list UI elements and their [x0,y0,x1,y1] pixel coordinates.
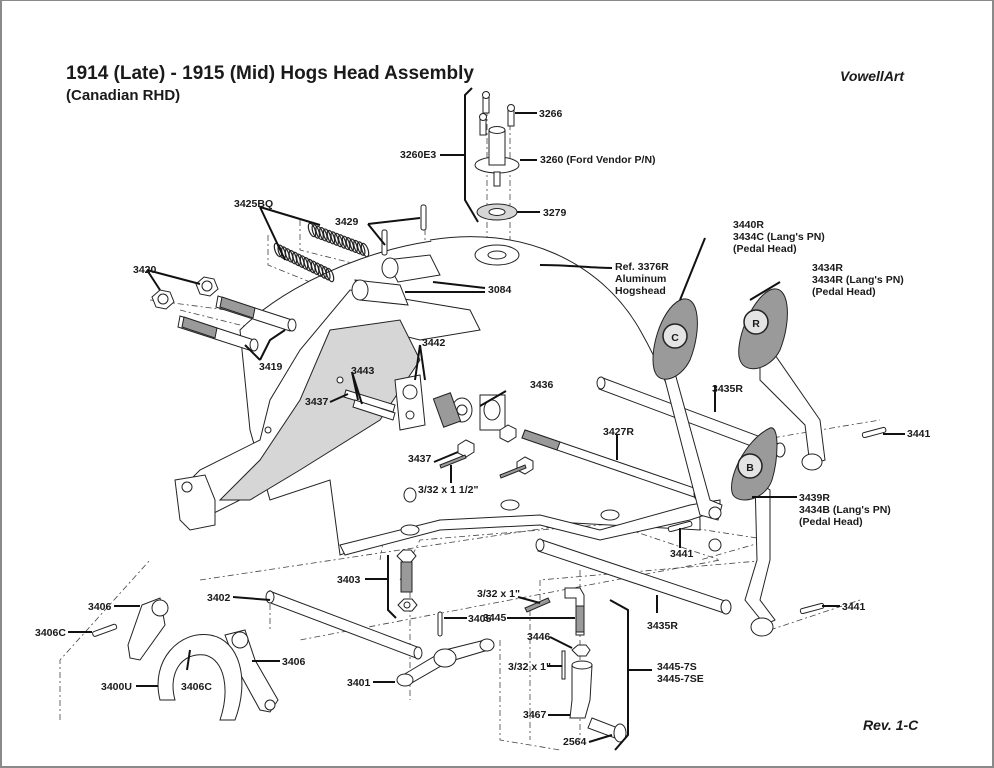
reverse-pedal-glyph: R [752,318,760,330]
callout-3440r-line3: (Pedal Head) [733,243,797,255]
callout-3429: 3429 [335,216,359,228]
spring-coil [322,228,332,243]
clutch-pedal-glyph: C [671,332,679,344]
callout-3406-right: 3406 [282,656,306,668]
callout-3446: 3446 [527,631,551,643]
callout-3435r-bottom: 3435R [647,620,678,632]
shaft-3435r-top [596,376,786,458]
adjusting-screws-3419 [177,295,297,352]
collar-3400u [157,633,243,721]
callout-pin-3-32x1-lower: 3/32 x 1" [508,661,551,673]
lever-3401 [396,611,495,687]
callout-3260e3: 3260E3 [400,149,436,161]
spring-coil [319,227,328,242]
callout-2564: 2564 [563,736,587,748]
brand-mark: VowellArt [840,68,905,84]
callout-3402: 3402 [207,592,231,604]
callout-3434r-line2: 3434R (Lang's PN) [812,274,904,286]
callout-3405: 3405 [468,613,492,625]
spring-coil [360,242,370,258]
callout-3435r-top: 3435R [712,383,743,395]
springs-3425bq [273,222,370,283]
spring-coil [353,239,362,255]
callout-3406c-left: 3406C [35,627,66,639]
spring-coil [325,267,335,283]
lever-cluster [343,374,534,479]
callout-3440r-line1: 3440R [733,219,764,231]
spring-coil [315,225,324,241]
callout-3266: 3266 [539,108,563,120]
callout-3279: 3279 [543,207,567,219]
spring-coil [307,222,317,238]
diagram-subtitle: (Canadian RHD) [66,87,181,104]
pedal-brake: B [731,427,778,637]
callout-3406-left: 3406 [88,601,112,613]
callout-pin-3-32x1-upper: 3/32 x 1" [477,588,520,600]
callout-3427r: 3427R [603,426,634,438]
callout-3441-right-bottom: 3441 [842,601,866,613]
shaft-3435r-bottom [535,538,732,615]
callout-3440r-line2: 3434C (Lang's PN) [733,231,825,243]
callout-3084: 3084 [488,284,512,296]
pins-3429 [381,204,427,256]
callout-3441-right-top: 3441 [907,428,931,440]
boss-3260 [474,126,520,187]
spring-coil [334,232,343,248]
callout-3420: 3420 [133,264,157,276]
callout-3439r-line3: (Pedal Head) [799,516,863,528]
spring-coil [337,234,347,249]
bolt-3403 [396,549,418,612]
brake-linkage [524,587,627,743]
callout-3445: 3445 [483,612,507,624]
spring-coil [326,229,336,245]
callout-3445-7s-line1: 3445-7S [657,661,697,673]
callout-3437-upper: 3437 [305,396,329,408]
shaft-3402 [265,590,423,660]
callout-3401: 3401 [347,677,371,689]
spring-coil [356,241,366,256]
leader-lines [68,87,905,751]
shifter-forks [92,597,279,713]
revision-label: Rev. 1-C [863,717,919,733]
callout-3376r-line3: Hogshead [615,285,666,297]
callout-3400u: 3400U [101,681,132,693]
callout-3445-7s-line2: 3445-7SE [657,673,704,685]
brake-pedal-glyph: B [746,462,754,474]
callout-3403: 3403 [337,574,361,586]
callout-pin-3-32x1-1-2: 3/32 x 1 1/2" [418,484,478,496]
callout-3419: 3419 [259,361,283,373]
callout-3436: 3436 [530,379,554,391]
callout-3439r-line2: 3434B (Lang's PN) [799,504,891,516]
callout-3443: 3443 [351,365,375,377]
callout-3467: 3467 [523,709,547,721]
callout-3376r-line2: Aluminum [615,273,666,285]
spring-coil [311,224,321,239]
top-cover-parts [474,91,520,221]
callout-3406c-mid: 3406C [181,681,212,693]
nuts-3420 [151,276,219,310]
diagram-title: 1914 (Late) - 1915 (Mid) Hogs Head Assem… [66,63,474,84]
pedal-reverse: R [738,288,826,471]
callout-3439r-line1: 3439R [799,492,830,504]
spring-coil [345,237,355,252]
callout-3434r-line1: 3434R [812,262,843,274]
spring-coil [341,235,351,251]
callout-3434r-line3: (Pedal Head) [812,286,876,298]
callout-3376r-line1: Ref. 3376R [615,261,669,273]
screw-3266 [479,91,515,136]
callout-3260: 3260 (Ford Vendor P/N) [540,154,656,166]
callout-3437-lower: 3437 [408,453,432,465]
callout-3425bq: 3425BQ [234,198,273,210]
gasket-3279 [476,203,518,221]
spring-coil [330,231,340,246]
callout-3441-mid: 3441 [670,548,694,560]
pedal-clutch: C [652,298,723,552]
callout-labels: 3266 3260E3 3260 (Ford Vendor P/N) 3279 … [35,108,931,748]
spring-coil [349,238,358,253]
callout-3442: 3442 [422,337,446,349]
hogshead-casting [174,236,721,556]
brackets-3084 [351,254,441,306]
